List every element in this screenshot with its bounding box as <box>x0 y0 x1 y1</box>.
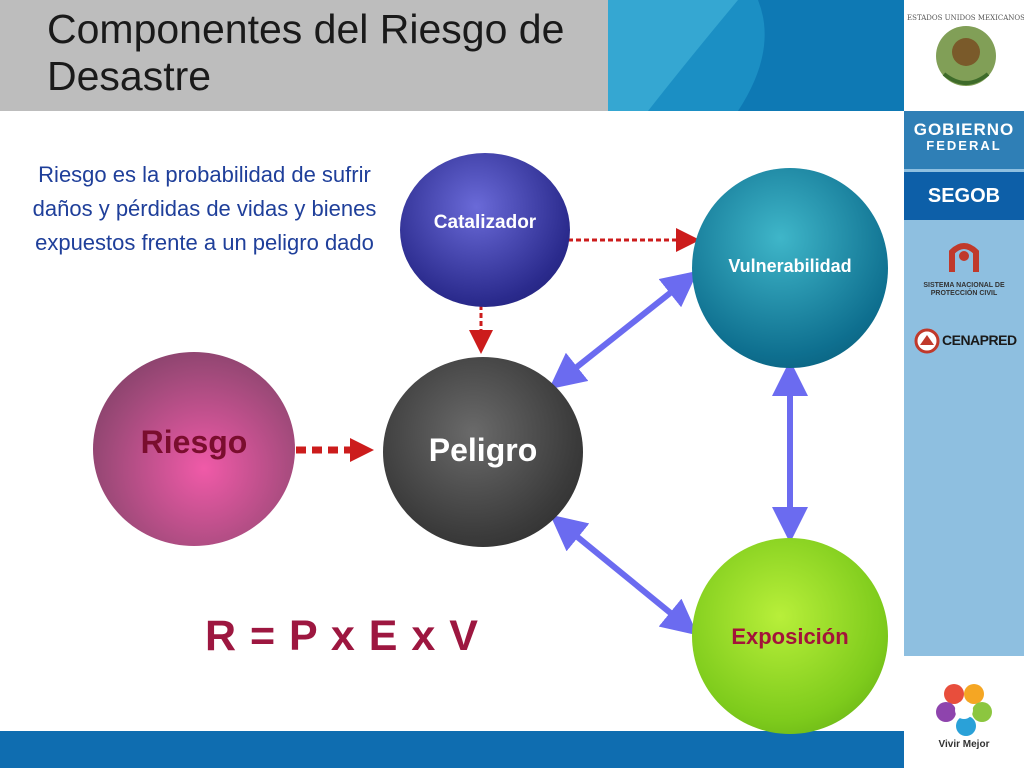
arrow-peligro-vulnerabilidad <box>548 270 699 390</box>
node-exposicion <box>692 538 888 734</box>
node-peligro <box>383 357 583 547</box>
gobierno-text: GOBIERNO <box>913 120 1015 139</box>
node-riesgo <box>93 352 295 546</box>
federal-text: FEDERAL <box>926 138 1002 153</box>
vivir-mejor-label: Vivir Mejor <box>938 739 990 750</box>
node-riesgo-label: Riesgo <box>140 424 248 460</box>
risk-formula: R = P x E x V <box>205 612 479 660</box>
header-gray-band <box>0 0 610 111</box>
node-exposicion-label: Exposición <box>731 624 849 649</box>
arrow-riesgo-peligro-head <box>350 438 374 462</box>
header-wave-decoration <box>608 0 904 111</box>
node-peligro-label: Peligro <box>428 432 538 468</box>
sinaproc-icon <box>949 243 979 272</box>
diagram-arrows <box>296 228 808 636</box>
node-vulnerabilidad-label: Vulnerabilidad <box>728 256 852 276</box>
seal-area: ESTADOS UNIDOS MEXICANOS <box>904 0 1024 111</box>
node-catalizador-label: Catalizador <box>433 212 537 233</box>
sinaproc-label: SISTEMA NACIONAL DE PROTECCIÓN CIVIL <box>923 282 1005 297</box>
risk-definition-text: Riesgo es la probabilidad de sufrir daño… <box>32 162 377 255</box>
segob-logo: SEGOB <box>904 172 1024 220</box>
footer-bar <box>0 731 904 768</box>
arrow-peligro-exposicion <box>550 514 698 636</box>
node-vulnerabilidad <box>692 168 888 368</box>
sidebar: ESTADOS UNIDOS MEXICANOS GOBIERNO FEDERA… <box>904 0 1024 768</box>
page-title: Componentes del Riesgo de Desastre <box>47 6 565 99</box>
node-catalizador <box>400 153 570 307</box>
vivir-mejor-logo: Vivir Mejor <box>904 672 1024 768</box>
mexico-seal-icon: ESTADOS UNIDOS MEXICANOS <box>907 14 1024 86</box>
vivir-mejor-flower-icon <box>936 684 992 736</box>
svg-text:ESTADOS UNIDOS MEXICANOS: ESTADOS UNIDOS MEXICANOS <box>907 14 1024 22</box>
gobierno-federal-logo: GOBIERNO FEDERAL <box>904 111 1024 169</box>
cenapred-icon <box>914 328 940 354</box>
cenapred-logo: CENAPRED <box>914 328 1018 354</box>
header-blue-band <box>608 0 904 111</box>
cenapred-text: CENAPRED <box>942 332 1017 348</box>
